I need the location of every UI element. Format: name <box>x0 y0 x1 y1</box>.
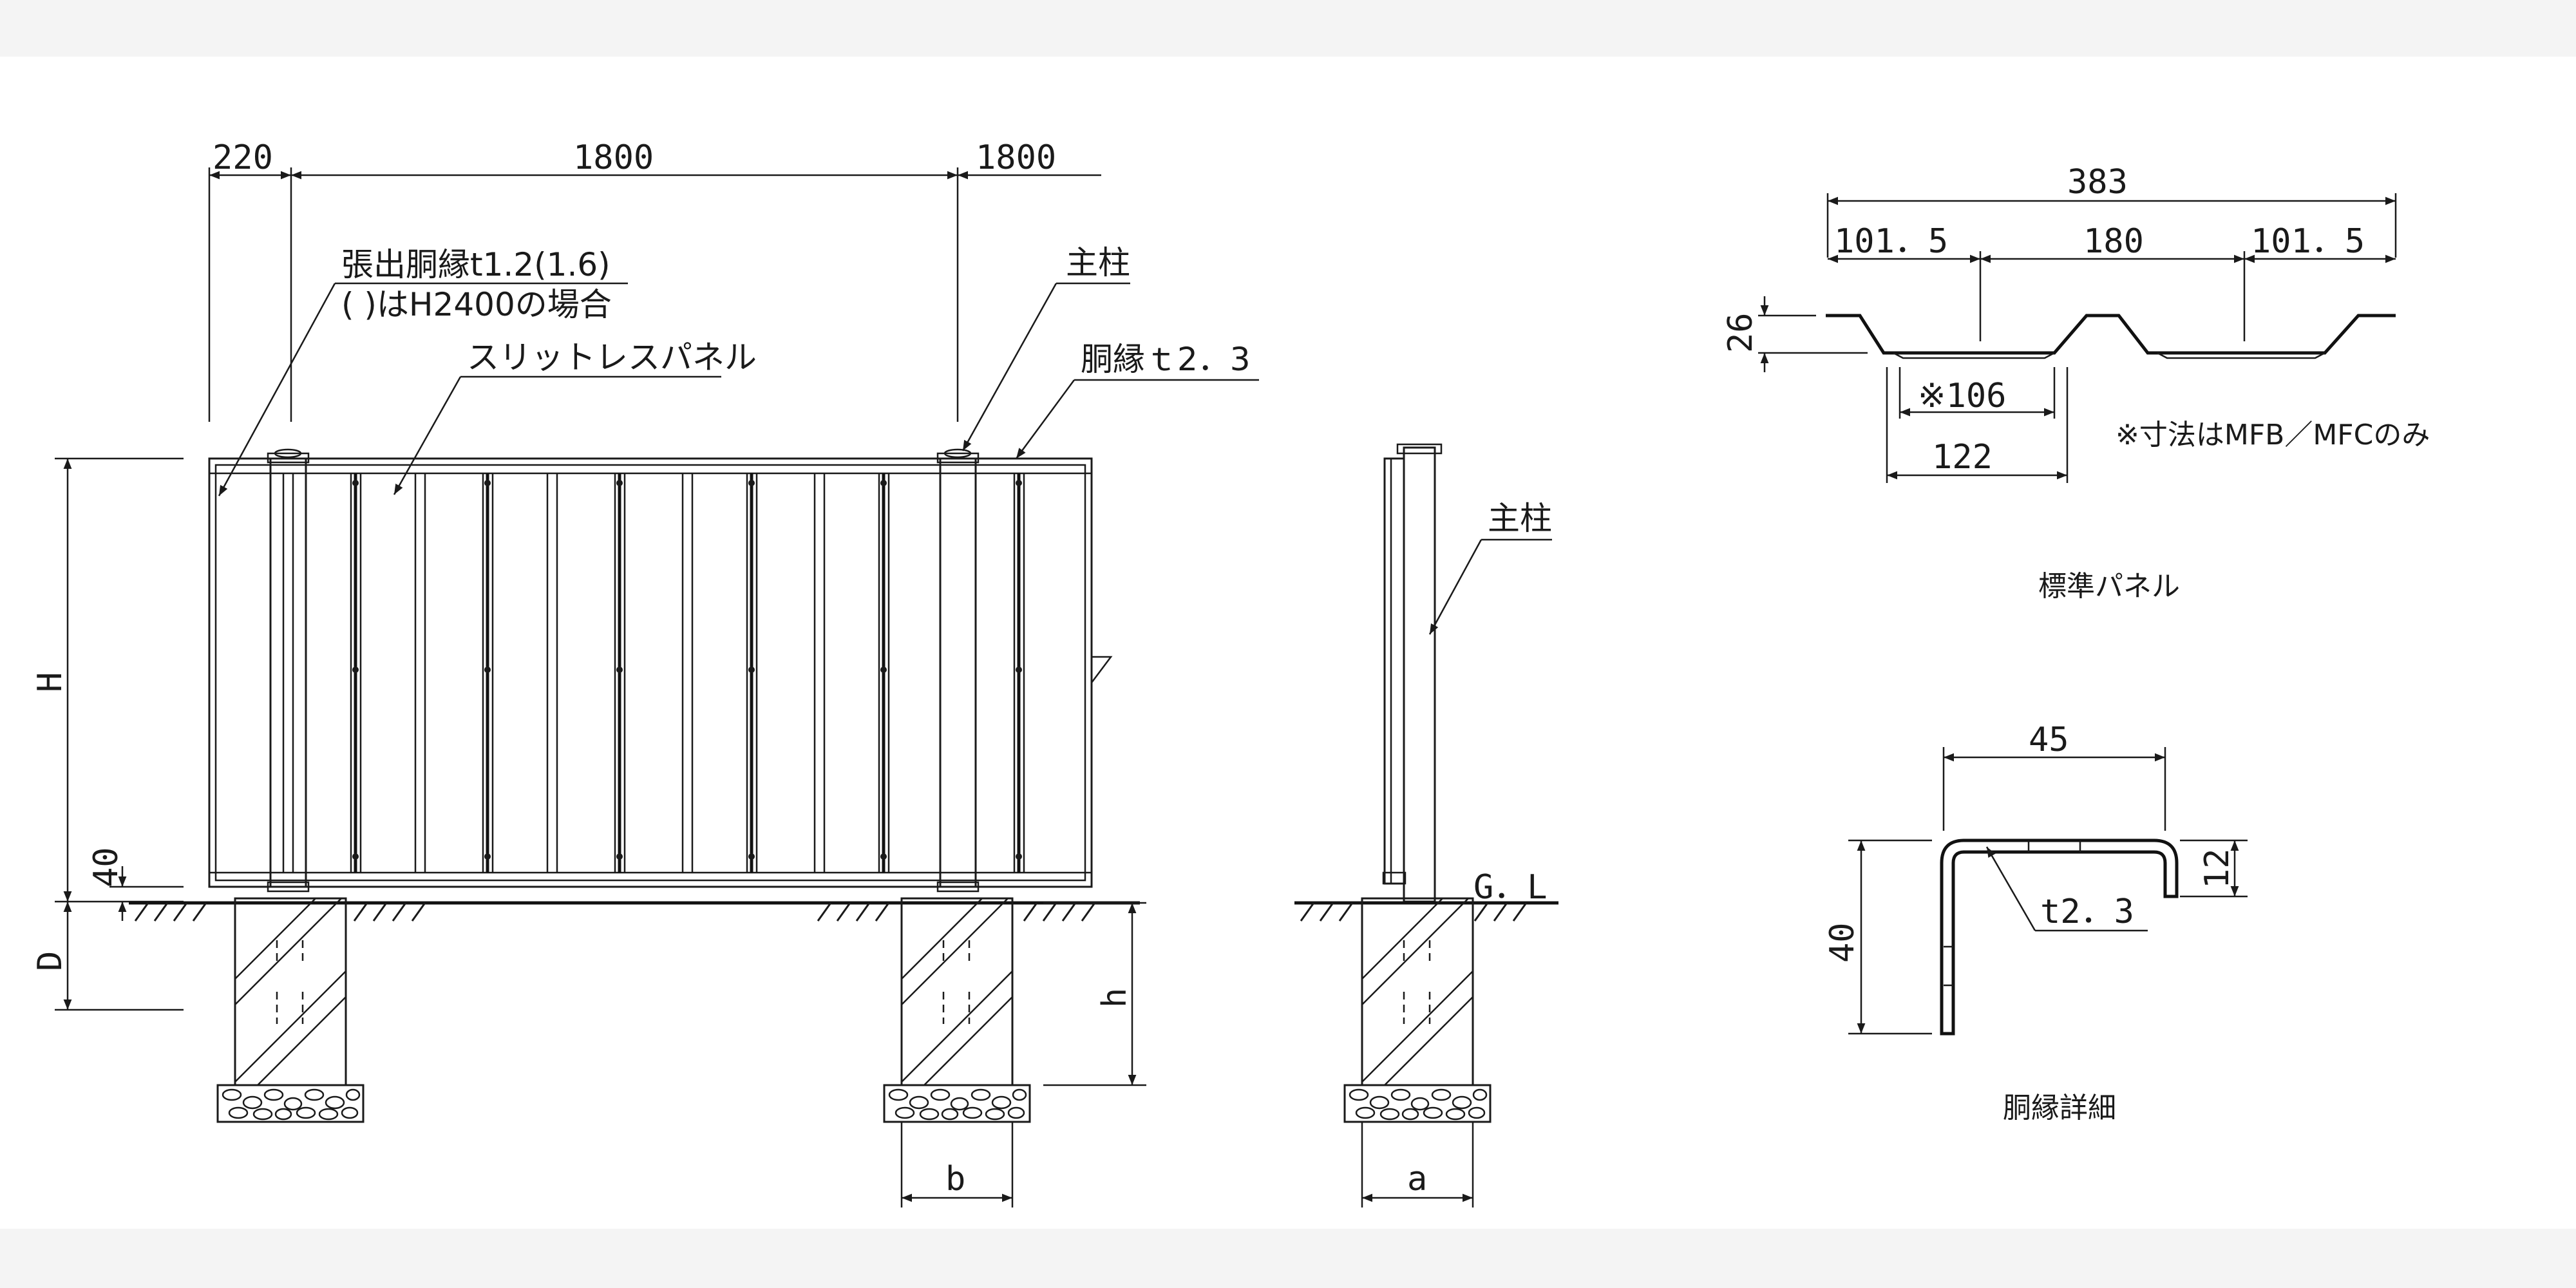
panel-dimension-note: ※寸法はMFB／MFCのみ <box>2116 419 2430 451</box>
rail-dim-40: 40 <box>1823 922 1862 963</box>
bolt-dots <box>352 480 1022 860</box>
rail-detail: 45 40 12 t2．3 胴縁詳細 <box>1823 721 2248 1124</box>
dim-45: 45 <box>2029 721 2069 759</box>
dim-40-left: 40 <box>87 847 126 887</box>
note-overhang-rail: 張出胴縁t1.2(1.6) <box>341 246 611 283</box>
rail-profile <box>1940 838 2179 1036</box>
dim-b: b <box>945 1160 965 1198</box>
side-foundation <box>1343 897 1492 1123</box>
dim-180: 180 <box>2083 222 2144 261</box>
dim-12: 12 <box>2198 848 2237 889</box>
dim-height-H: H <box>31 672 70 692</box>
front-view: 220 1800 1800 張出胴縁t1.2(1.6) ( )はH2400の場合… <box>31 138 1259 1208</box>
dim-a: a <box>1407 1160 1427 1198</box>
post-left <box>269 457 307 888</box>
foundation-right <box>883 897 1031 1123</box>
rail-thickness-label: t2．3 <box>2040 893 2134 931</box>
dim-h: h <box>1095 988 1134 1008</box>
rail-caption: 胴縁詳細 <box>2003 1092 2116 1124</box>
dim-383: 383 <box>2067 163 2128 202</box>
dim-101-5-left: 101．5 <box>1834 222 1948 261</box>
note-slitless-panel: スリットレスパネル <box>467 339 757 376</box>
side-note-main-post: 主柱 <box>1488 500 1552 537</box>
panel-profile <box>1826 314 2396 355</box>
ground-level-label: G．L <box>1473 868 1548 907</box>
note-h2400: ( )はH2400の場合 <box>341 286 612 323</box>
post-right <box>939 457 977 888</box>
dim-220: 220 <box>213 138 273 177</box>
dim-1800-mid: 1800 <box>573 138 654 177</box>
dim-depth-D: D <box>31 951 70 971</box>
paper <box>0 57 2576 1229</box>
panel-caption: 標準パネル <box>2038 570 2180 603</box>
dim-122: 122 <box>1932 438 1993 477</box>
dim-26: 26 <box>1721 312 1760 353</box>
panel-detail: 383 101．5 180 101．5 26 ※106 122 ※寸法はMFB／… <box>1721 163 2430 603</box>
foundation-left <box>216 897 365 1123</box>
dim-1800-right: 1800 <box>976 138 1056 177</box>
dim-101-5-right: 101．5 <box>2251 222 2365 261</box>
note-main-post: 主柱 <box>1066 244 1130 281</box>
side-view: 主柱 G．L <box>1294 443 1558 1208</box>
fence-frame <box>208 457 1093 888</box>
dim-106: ※106 <box>1918 377 2007 415</box>
note-rail-thickness: 胴縁ｔ2．3 <box>1081 341 1251 378</box>
ground-hatch-front <box>134 902 1096 922</box>
